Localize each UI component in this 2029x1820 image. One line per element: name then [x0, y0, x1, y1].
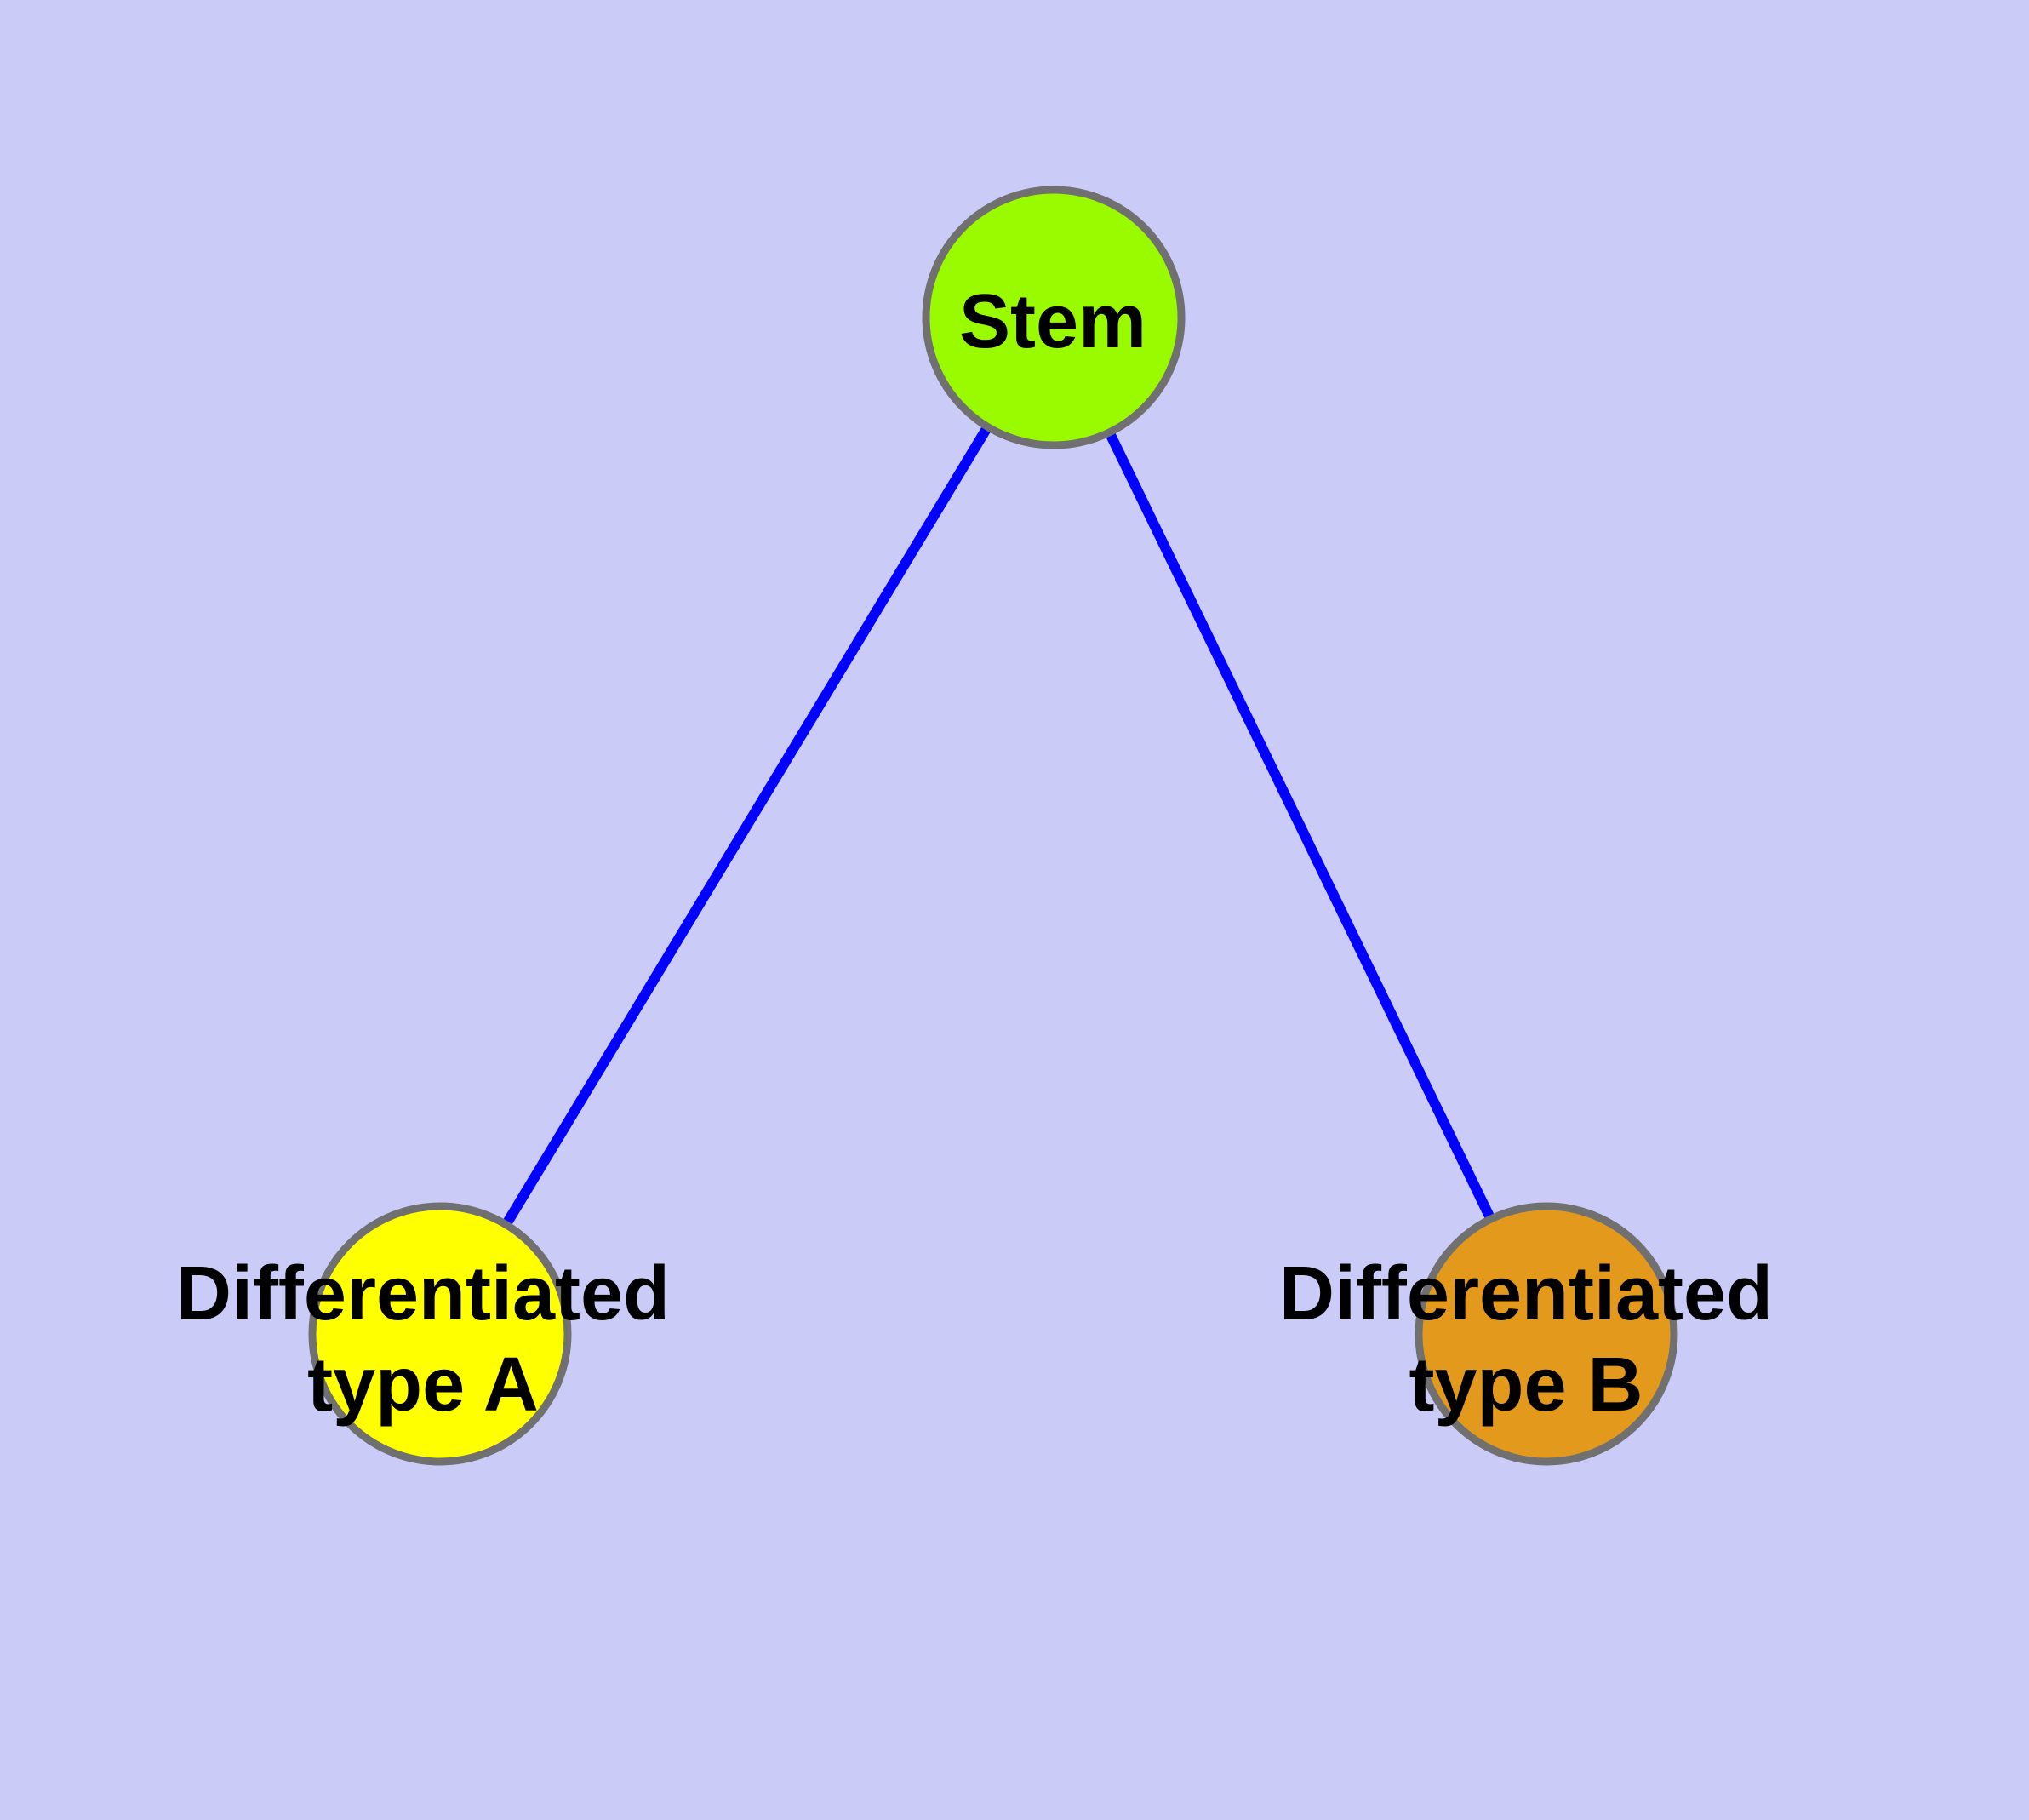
node-differentiated-type-a [308, 1202, 572, 1466]
node-type-a-label-line2: type A [307, 1342, 539, 1428]
node-stem [922, 186, 1186, 449]
edge-stem-to-type-b [1049, 312, 1552, 1339]
node-type-b-label-line1: Differentiated [1279, 1251, 1773, 1336]
node-differentiated-type-b [1415, 1202, 1678, 1466]
node-stem-label: Stem [959, 279, 1146, 364]
node-type-a-label-line1: Differentiated [176, 1251, 670, 1336]
node-type-b-label-line2: type B [1409, 1342, 1643, 1428]
edge-stem-to-type-a [435, 312, 1059, 1339]
